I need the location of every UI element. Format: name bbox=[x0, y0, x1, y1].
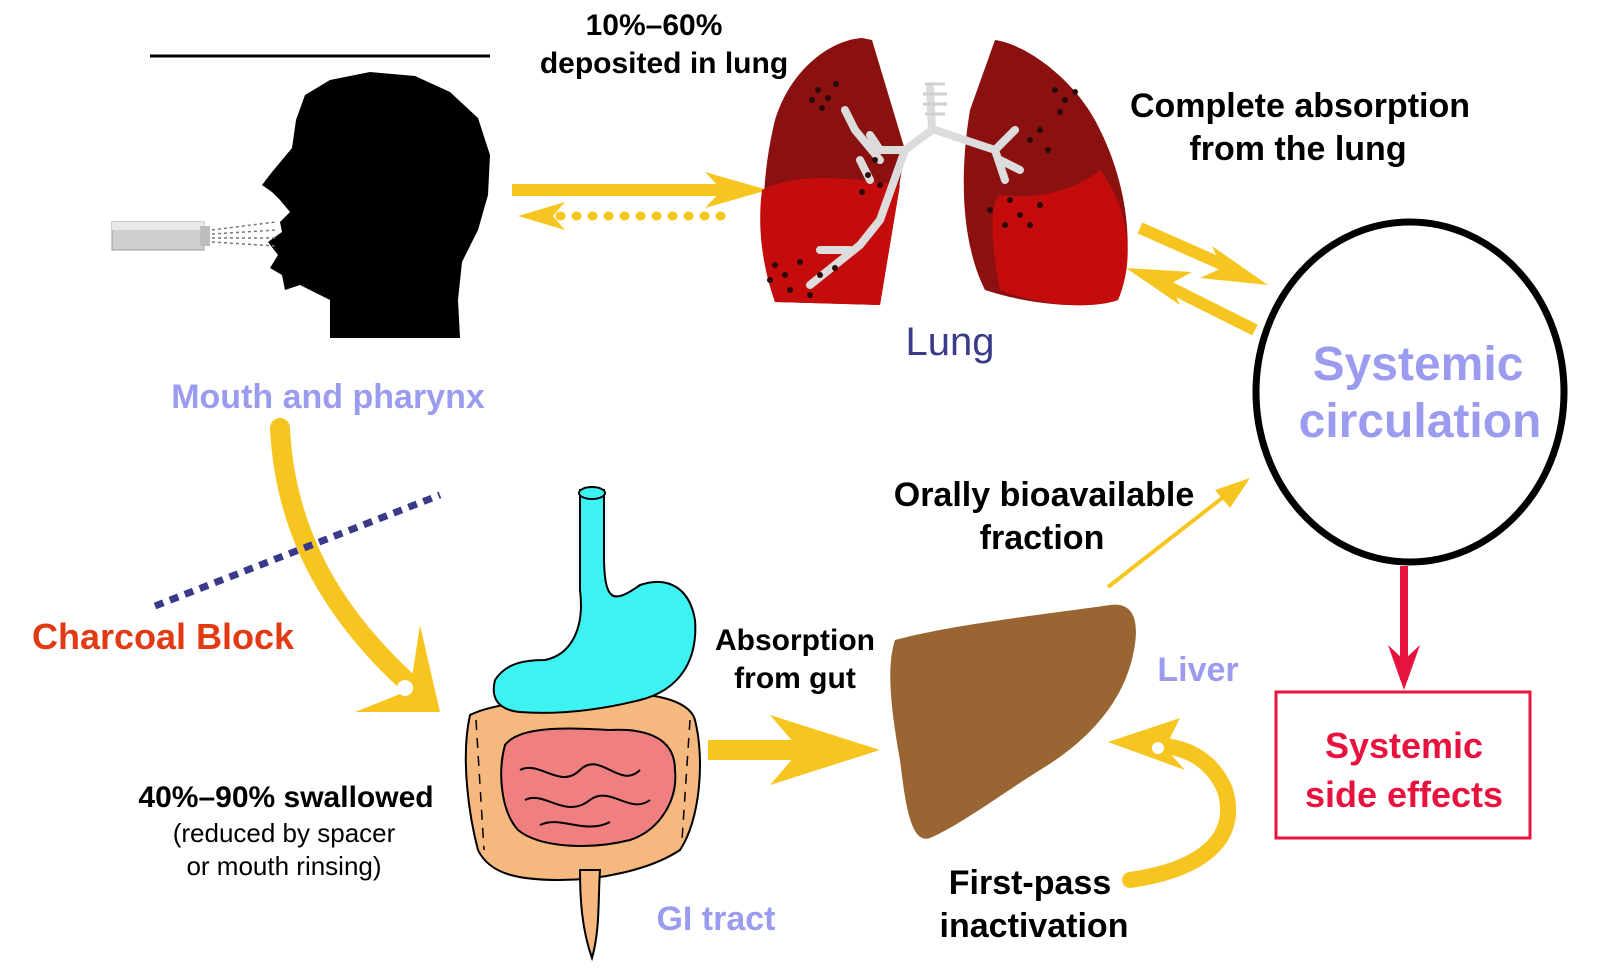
liver-illustration bbox=[890, 605, 1136, 839]
charcoal-block-label: Charcoal Block bbox=[32, 616, 295, 657]
deposited-percent-label: 10%–60% bbox=[586, 9, 723, 42]
liver-label: Liver bbox=[1157, 651, 1238, 689]
arrow-swallowed bbox=[280, 428, 440, 712]
complete-absorption-label-1: Complete absorption bbox=[1130, 87, 1470, 125]
side-effects-label-2: side effects bbox=[1305, 774, 1503, 815]
circulation-label: circulation bbox=[1299, 395, 1542, 448]
complete-absorption-label-2: from the lung bbox=[1189, 130, 1406, 168]
reduced-label-1: (reduced by spacer bbox=[173, 818, 396, 848]
arrow-to-side-effects bbox=[1388, 566, 1420, 690]
absorption-gut-label-2: from gut bbox=[734, 662, 856, 695]
gi-tract-label: GI tract bbox=[656, 900, 775, 938]
gi-tract-illustration bbox=[466, 487, 700, 958]
arrow-to-lung bbox=[512, 172, 768, 208]
fraction-label: fraction bbox=[980, 519, 1105, 557]
arrow-exhaled-dotted bbox=[518, 202, 724, 230]
first-pass-label: First-pass bbox=[949, 864, 1112, 902]
lungs-illustration bbox=[760, 38, 1127, 305]
arrow-gut-to-liver bbox=[708, 715, 880, 785]
deposited-lung-label: deposited in lung bbox=[540, 47, 788, 80]
lung-label: Lung bbox=[906, 320, 995, 364]
absorption-gut-label-1: Absorption bbox=[715, 624, 875, 657]
swallowed-label: 40%–90% swallowed bbox=[138, 781, 433, 814]
inactivation-label: inactivation bbox=[940, 907, 1129, 945]
systemic-circulation-ellipse bbox=[1256, 222, 1564, 562]
systemic-label: Systemic bbox=[1313, 338, 1524, 391]
head-silhouette bbox=[262, 72, 490, 338]
inhaler-icon bbox=[112, 222, 276, 250]
orally-bioavailable-label: Orally bioavailable bbox=[894, 476, 1194, 514]
arrow-first-pass bbox=[1108, 718, 1228, 880]
side-effects-label-1: Systemic bbox=[1325, 725, 1483, 766]
mouth-pharynx-label: Mouth and pharynx bbox=[171, 378, 485, 416]
reduced-label-2: or mouth rinsing) bbox=[186, 851, 381, 881]
